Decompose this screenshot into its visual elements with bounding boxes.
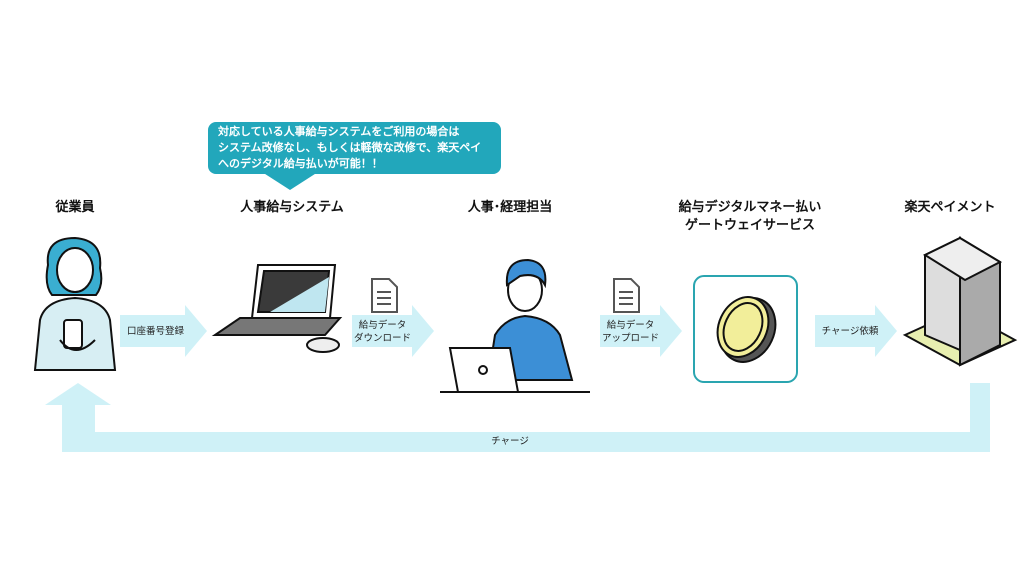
arrow-charge-request — [815, 305, 897, 357]
building-illustration — [902, 236, 1018, 367]
hr-staff-illustration — [440, 258, 590, 393]
arrow-account-registration — [120, 305, 207, 357]
label-line: 給与データ — [358, 320, 407, 331]
label-line: ダウンロード — [353, 333, 411, 344]
node-title-employee: 従業員 — [55, 200, 95, 215]
employee-illustration — [33, 236, 117, 371]
coin-icon — [716, 296, 777, 363]
label-charge-request: チャージ依頼 — [821, 326, 879, 337]
arrow-upload — [600, 305, 682, 357]
node-title-payroll-system: 人事給与システム — [240, 200, 344, 215]
callout-pointer — [262, 172, 318, 190]
gateway-title-line: ゲートウェイサービス — [684, 218, 815, 233]
label-upload: 給与データ アップロード — [598, 319, 663, 345]
label-charge: チャージ — [491, 436, 529, 447]
callout-line: システム改修なし、もしくは軽微な改修で、楽天ペイ — [218, 141, 482, 154]
node-title-hr-staff: 人事･経理担当 — [467, 200, 553, 215]
label-download: 給与データ ダウンロード — [350, 319, 415, 345]
arrow-charge-loop — [45, 383, 990, 452]
node-title-gateway: 給与デジタルマネー払い ゲートウェイサービス — [660, 199, 840, 235]
label-account-registration: 口座番号登録 — [126, 326, 184, 337]
arrow-download — [352, 305, 434, 357]
callout-line: 対応している人事給与システムをご利用の場合は — [218, 125, 460, 138]
gateway-title-line: 給与デジタルマネー払い — [678, 200, 822, 215]
label-line: 給与データ — [606, 320, 655, 331]
laptop-illustration — [211, 264, 343, 353]
node-title-rakuten: 楽天ペイメント — [904, 200, 996, 215]
label-line: アップロード — [601, 333, 659, 344]
callout-line: へのデジタル給与払いが可能！！ — [218, 157, 383, 170]
callout-bubble: 対応している人事給与システムをご利用の場合は システム改修なし、もしくは軽微な改… — [208, 122, 501, 174]
document-icon — [371, 278, 640, 313]
